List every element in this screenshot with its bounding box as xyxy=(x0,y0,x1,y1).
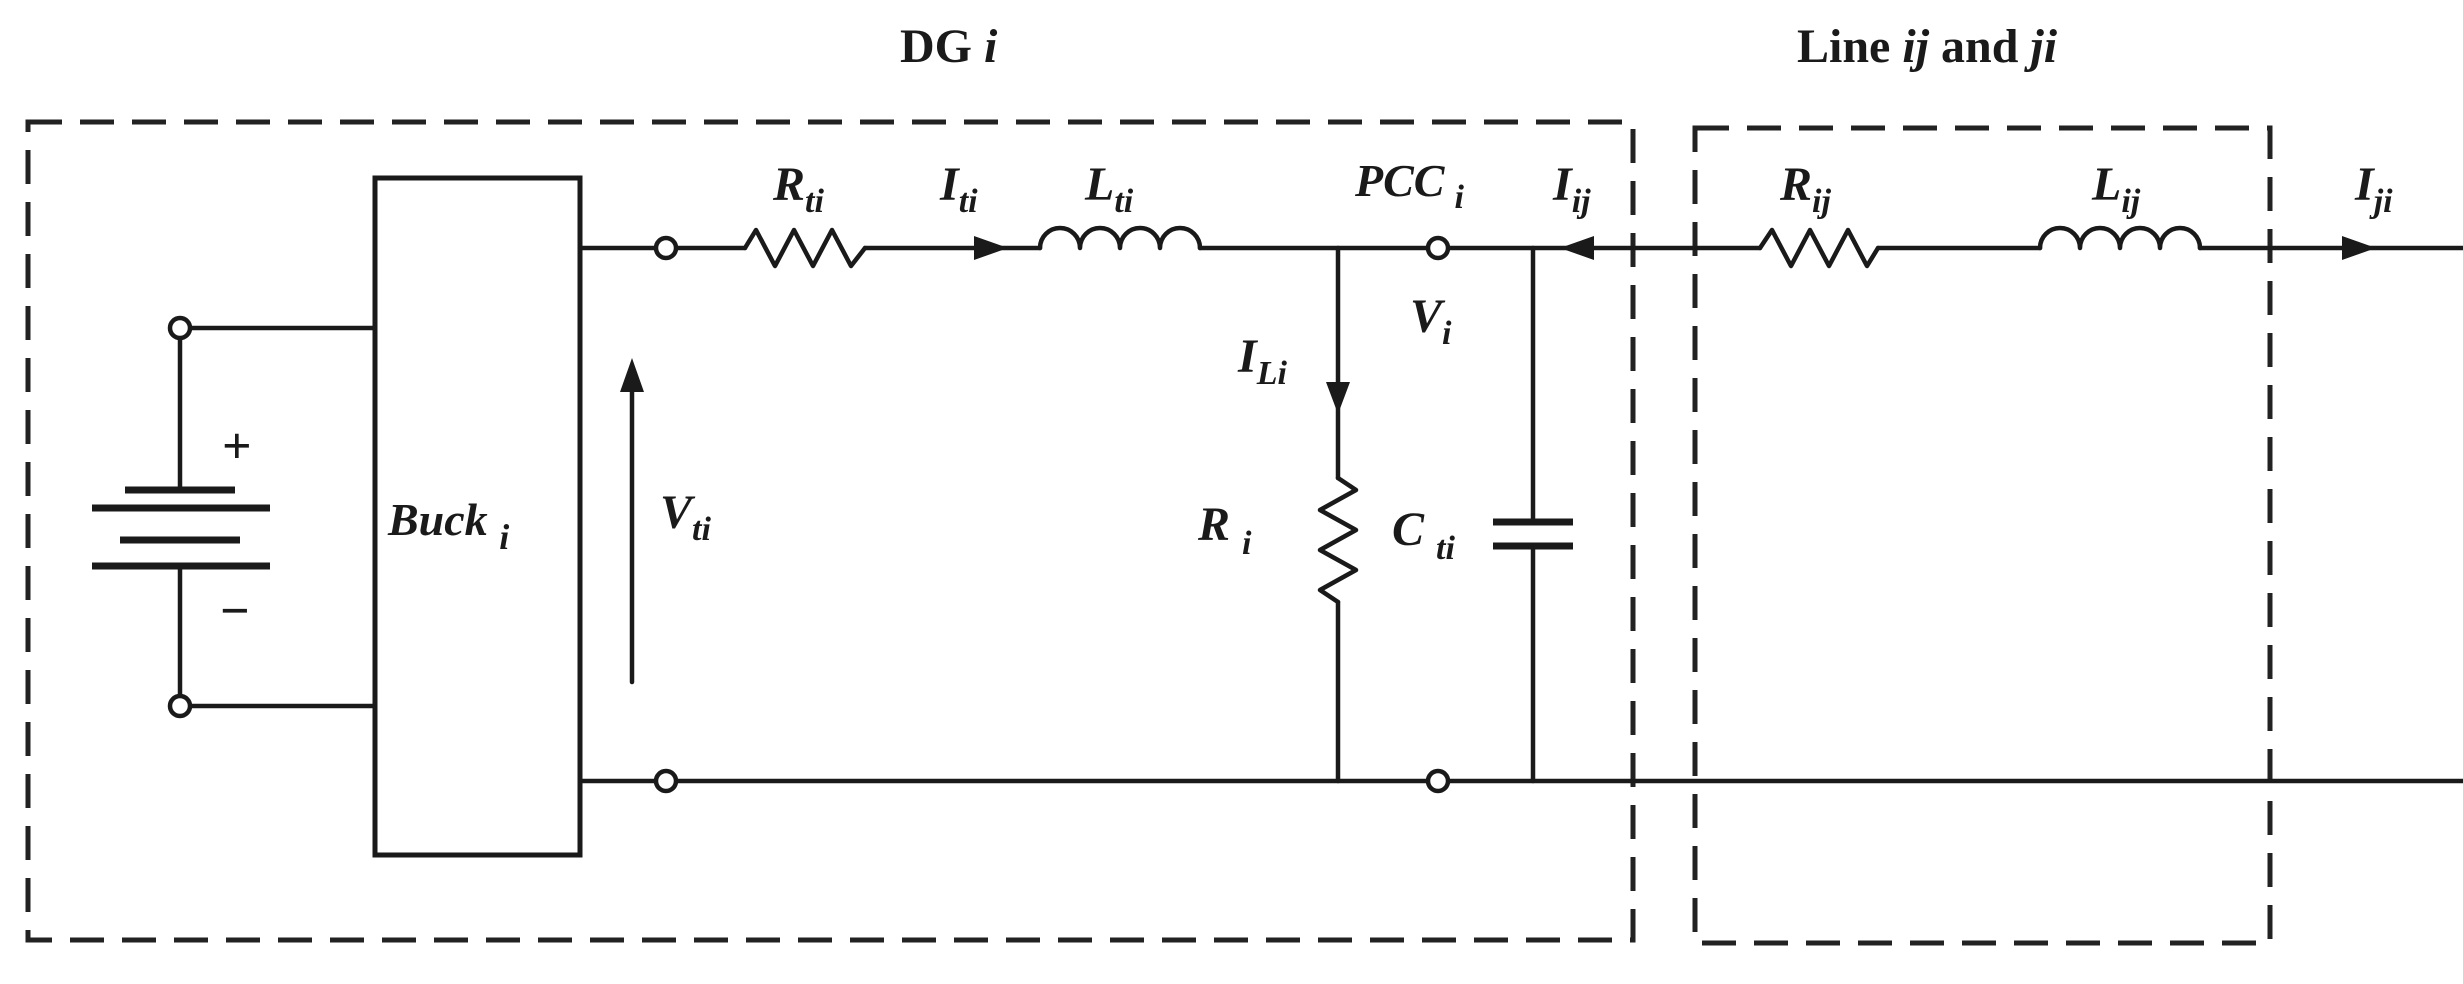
line-enclosure xyxy=(1692,125,2273,946)
vi-label: Vi xyxy=(1410,290,1452,352)
vti-label: Vti xyxy=(660,486,711,548)
rti-label: Rti xyxy=(772,158,824,220)
iij-label: Iij xyxy=(1552,158,1591,220)
ri-label: R i xyxy=(1197,498,1252,562)
buck-converter-block xyxy=(372,175,583,858)
pcc-bottom-terminal xyxy=(1425,768,1451,794)
iti-arrow-icon xyxy=(974,236,1008,260)
battery-minus-sign: − xyxy=(220,583,250,640)
iji-arrow-icon xyxy=(2342,236,2376,260)
buck-label: Buck i xyxy=(387,494,509,557)
battery-bottom-terminal xyxy=(167,693,193,719)
iij-arrow-icon xyxy=(1560,236,1594,260)
line-title: Line ij and ji xyxy=(1797,20,2058,73)
ili-label: ILi xyxy=(1237,330,1287,392)
output-bottom-terminal xyxy=(653,768,679,794)
vti-arrow-icon xyxy=(620,358,644,392)
lti-label: Lti xyxy=(1084,158,1134,220)
battery-icon xyxy=(92,325,270,709)
dg-title: DG i xyxy=(900,20,998,73)
rij-label: Rij xyxy=(1779,158,1831,220)
lij-label: Lij xyxy=(2091,158,2141,220)
pcc-top-terminal xyxy=(1425,235,1451,261)
rti-resistor-icon xyxy=(742,227,868,269)
battery-plus-sign: + xyxy=(222,418,252,475)
lti-inductor-icon xyxy=(1037,225,1203,251)
iti-label: Iti xyxy=(939,158,978,220)
lij-inductor-icon xyxy=(2037,225,2203,251)
battery-top-terminal xyxy=(167,315,193,341)
ili-arrow-icon xyxy=(1326,382,1350,414)
dg-enclosure xyxy=(25,119,1636,943)
iji-label: Iji xyxy=(2354,158,2393,220)
output-top-terminal xyxy=(653,235,679,261)
ri-resistor-icon xyxy=(1317,475,1359,605)
cti-label: C ti xyxy=(1392,503,1455,567)
rij-resistor-icon xyxy=(1757,227,1881,269)
